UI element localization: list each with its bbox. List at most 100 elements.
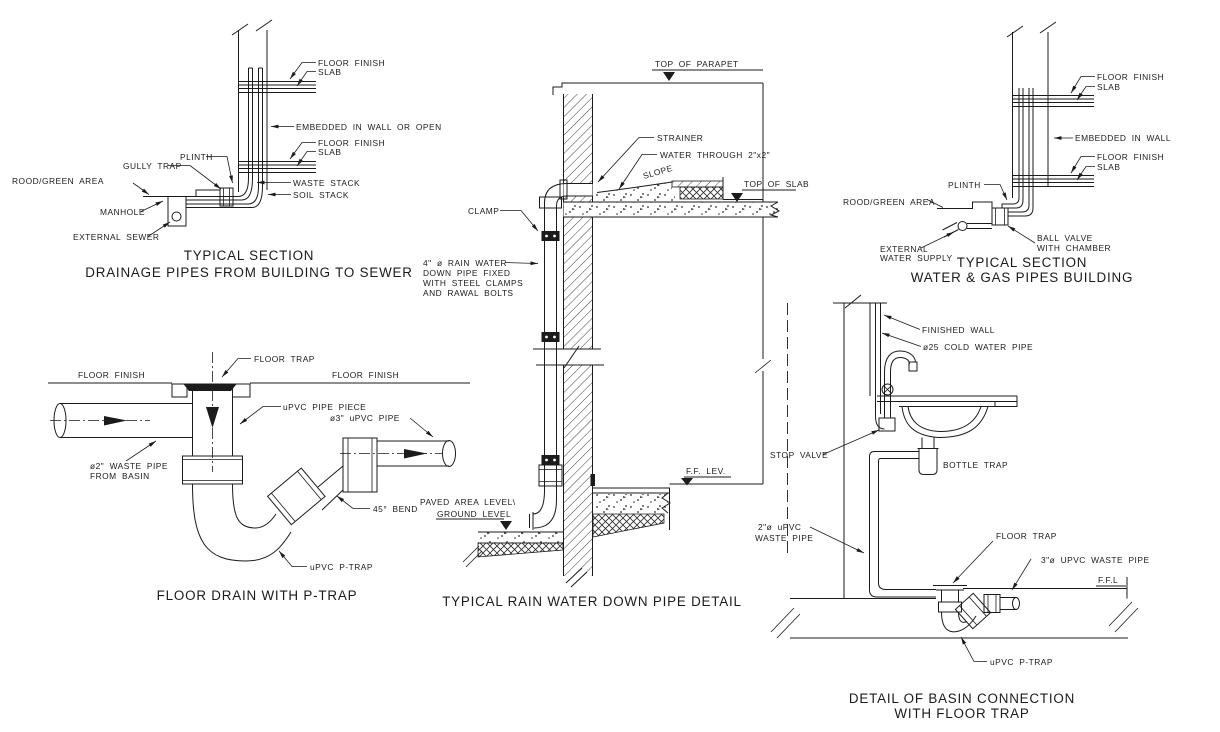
- label-cold-water: ø25 COLD WATER PIPE: [923, 342, 1033, 352]
- basin-shape: [877, 395, 1018, 439]
- label-floor-finish-right: FLOOR FINISH: [332, 370, 399, 380]
- label-upvc-p-trap: uPVC P-TRAP: [990, 657, 1053, 667]
- label-down-pipe-l2: DOWN PIPE FIXED: [423, 268, 510, 278]
- label-finished-wall: FINISHED WALL: [922, 325, 995, 335]
- water-gas-title-line1: TYPICAL SECTION: [957, 255, 1088, 270]
- leader-lines: [920, 76, 1095, 249]
- leader-lines: [809, 314, 1032, 662]
- pipe-clamps: [541, 231, 560, 465]
- basin-drawing: FINISHED WALL ø25 COLD WATER PIPE STOP V…: [755, 294, 1150, 721]
- label-waste-2-l2: WASTE PIPE: [755, 533, 813, 543]
- outlet-pipe: [340, 440, 456, 467]
- label-embedded: EMBEDDED IN WALL OR OPEN: [296, 122, 442, 132]
- wall-and-supply: [787, 294, 887, 599]
- label-waste-stack: WASTE STACK: [293, 178, 360, 188]
- bottle-trap-shape: [869, 437, 939, 475]
- label-embedded: EMBEDDED IN WALL: [1075, 133, 1171, 143]
- label-water-through: WATER THROUGH 2"x2": [660, 150, 770, 160]
- label-slab-upper: SLAB: [1097, 82, 1120, 92]
- label-waste-3: 3"ø UPVC WASTE PIPE: [1041, 555, 1150, 565]
- top-of-slab-marker: [731, 189, 796, 202]
- floor-trap-p-trap: [933, 585, 1020, 633]
- plinth-ball-valve: [937, 201, 1009, 238]
- label-floor-finish-upper: FLOOR FINISH: [318, 58, 385, 68]
- floor-slab-lines: [238, 81, 316, 173]
- floor-slab-interior: [590, 474, 763, 538]
- label-external-l1: EXTERNAL: [880, 244, 928, 254]
- wall-lines: [1006, 21, 1057, 198]
- label-slab-upper: SLAB: [318, 67, 341, 77]
- label-slab-lower: SLAB: [1097, 162, 1120, 172]
- label-plinth: PLINTH: [948, 180, 981, 190]
- basin-title-line2: WITH FLOOR TRAP: [894, 706, 1029, 721]
- label-rood-green-area: ROOD/GREEN AREA: [12, 176, 104, 186]
- label-gully-trap: GULLY TRAP: [123, 161, 182, 171]
- label-slope: SLOPE: [642, 163, 674, 181]
- label-floor-finish-left: FLOOR FINISH: [78, 370, 145, 380]
- drainage-title-line1: TYPICAL SECTION: [184, 248, 315, 263]
- label-45-bend: 45° BEND: [373, 504, 418, 514]
- floor-slab-lines: [1012, 95, 1094, 187]
- label-paved-l2: GROUND LEVEL: [437, 509, 511, 519]
- leader-lines: [132, 62, 316, 237]
- label-manhole: MANHOLE: [100, 207, 145, 217]
- label-floor-trap: FLOOR TRAP: [996, 531, 1057, 541]
- label-external-sewer: EXTERNAL SEWER: [73, 232, 159, 242]
- drainage-title-line2: DRAINAGE PIPES FROM BUILDING TO SEWER: [85, 265, 412, 280]
- water-gas-drawing: FLOOR FINISH SLAB EMBEDDED IN WALL FLOOR…: [843, 21, 1171, 285]
- roof-slab: [563, 177, 781, 218]
- label-floor-finish-upper: FLOOR FINISH: [1097, 72, 1164, 82]
- label-ball-valve-l2: WITH CHAMBER: [1037, 243, 1111, 253]
- label-paved-l1: PAVED AREA LEVEL\: [420, 497, 516, 507]
- waste-pipe-from-basin: [50, 403, 193, 438]
- label-down-pipe-l1: 4" ø RAIN WATER: [423, 258, 507, 268]
- label-ball-valve-l1: BALL VALVE: [1037, 233, 1093, 243]
- label-ff-lev: F.F. LEV.: [686, 466, 726, 476]
- label-top-of-parapet: TOP OF PARAPET: [655, 59, 739, 69]
- pipes: [1001, 88, 1034, 217]
- label-waste-pipe-2-line1: ø2" WASTE PIPE: [90, 461, 168, 471]
- p-trap-shape: [182, 437, 378, 562]
- floor-drain-title: FLOOR DRAIN WITH P-TRAP: [157, 588, 358, 603]
- rain-water-title: TYPICAL RAIN WATER DOWN PIPE DETAIL: [442, 594, 742, 609]
- pipe-stacks: [186, 67, 263, 208]
- paved-area-ground: [436, 518, 564, 568]
- waste-pipe-down: [869, 457, 936, 598]
- label-bottle-trap: BOTTLE TRAP: [943, 460, 1008, 470]
- label-rood-green-area: ROOD/GREEN AREA: [843, 197, 935, 207]
- label-upvc-p-trap: uPVC P-TRAP: [310, 562, 373, 572]
- floor-drain-drawing: FLOOR TRAP FLOOR FINISH FLOOR FINISH uPV…: [48, 352, 470, 603]
- parapet-top-line: [593, 69, 763, 84]
- rain-water-drawing: TOP OF PARAPET STRAINER WATER THROUGH 2"…: [420, 59, 809, 609]
- label-strainer: STRAINER: [657, 133, 703, 143]
- label-slab-lower: SLAB: [318, 147, 341, 157]
- label-top-of-slab: TOP OF SLAB: [744, 179, 809, 189]
- gully-trap-shape: [195, 187, 234, 207]
- floor-trap-shape: [171, 352, 251, 472]
- label-floor-finish-lower: FLOOR FINISH: [318, 138, 385, 148]
- label-ffl: F.F.L: [1098, 575, 1118, 585]
- label-upvc-pipe-3: ø3" uPVC PIPE: [330, 413, 400, 423]
- label-external-l2: WATER SUPPLY: [880, 253, 953, 263]
- label-waste-2-l1: 2"ø uPVC: [758, 522, 801, 532]
- label-down-pipe-l3: WITH STEEL CLAMPS: [423, 278, 523, 288]
- label-upvc-pipe-piece: uPVC PIPE PIECE: [283, 402, 366, 412]
- drainage-section-drawing: FLOOR FINISH SLAB EMBEDDED IN WALL OR OP…: [12, 19, 442, 280]
- label-floor-trap: FLOOR TRAP: [254, 354, 315, 364]
- label-clamp: CLAMP: [468, 206, 499, 216]
- label-down-pipe-l4: AND RAWAL BOLTS: [423, 288, 514, 298]
- basin-title-line1: DETAIL OF BASIN CONNECTION: [849, 691, 1075, 706]
- water-gas-title-line2: WATER & GAS PIPES BUILDING: [911, 270, 1133, 285]
- section-boundary-line: [754, 83, 772, 484]
- leader-lines: [500, 137, 657, 266]
- ff-level-marker: [681, 476, 731, 486]
- manhole-shape: [143, 196, 187, 227]
- leader-lines: [125, 358, 434, 567]
- label-waste-pipe-2-line2: FROM BASIN: [90, 471, 150, 481]
- label-plinth: PLINTH: [180, 152, 213, 162]
- floor-lines: [770, 577, 1139, 639]
- label-soil-stack: SOIL STACK: [293, 190, 349, 200]
- stop-valve-faucet: [875, 350, 918, 432]
